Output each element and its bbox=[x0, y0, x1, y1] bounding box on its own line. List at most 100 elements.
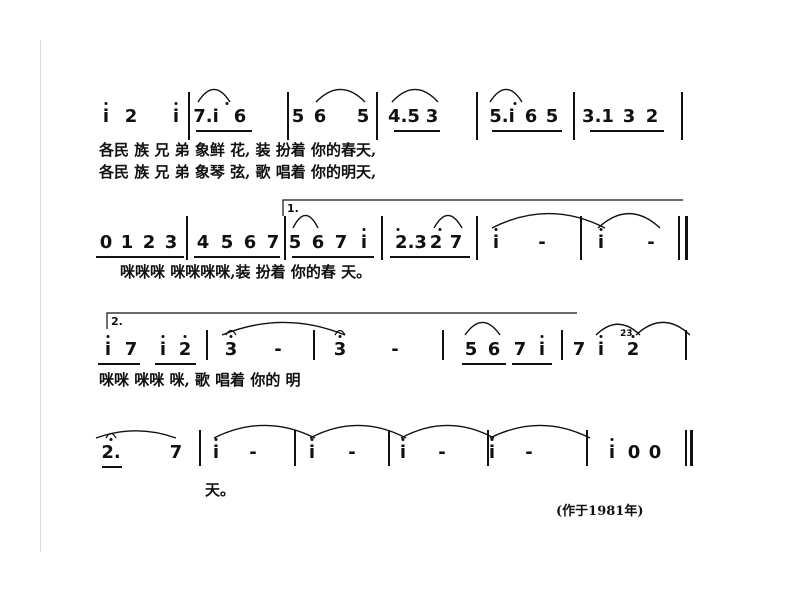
note: i bbox=[488, 442, 496, 463]
beam-line bbox=[390, 256, 470, 258]
note: 2.3 bbox=[395, 232, 427, 253]
note: i bbox=[308, 442, 316, 463]
note: 2 bbox=[124, 106, 138, 127]
note: i bbox=[172, 106, 180, 127]
note: 2 bbox=[645, 106, 659, 127]
note: 0 bbox=[627, 442, 641, 463]
note: 7 bbox=[449, 232, 463, 253]
bar-line bbox=[573, 92, 575, 140]
volta-bracket bbox=[282, 199, 683, 216]
slur bbox=[95, 430, 177, 439]
slur bbox=[197, 88, 231, 103]
beam-line bbox=[590, 130, 664, 132]
page-margin-line bbox=[40, 40, 41, 552]
beam-line bbox=[96, 256, 184, 258]
note: 4.5 bbox=[388, 106, 420, 127]
beam-line bbox=[394, 130, 440, 132]
beam-line bbox=[102, 466, 122, 468]
volta-number: 2. bbox=[111, 315, 123, 328]
octave-dot bbox=[109, 438, 113, 441]
note: 7 bbox=[572, 339, 586, 360]
beam-line bbox=[194, 256, 280, 258]
note: 3 bbox=[333, 339, 347, 360]
slur bbox=[292, 214, 319, 229]
fermata bbox=[334, 329, 346, 336]
octave-dot bbox=[494, 228, 498, 231]
note: 5 bbox=[291, 106, 305, 127]
bar-line bbox=[586, 430, 588, 466]
note: 2 bbox=[429, 232, 443, 253]
octave-dot bbox=[631, 335, 635, 338]
note: 2̇3̇ bbox=[620, 329, 633, 339]
note: 7 bbox=[334, 232, 348, 253]
note: 2 bbox=[178, 339, 192, 360]
slur bbox=[597, 213, 661, 229]
octave-dot bbox=[338, 335, 342, 338]
slur bbox=[433, 214, 463, 229]
final-bar-line bbox=[690, 430, 693, 466]
fermata bbox=[105, 432, 117, 439]
slur bbox=[595, 323, 641, 336]
note: i bbox=[212, 442, 220, 463]
lyric-line: 咪咪咪 咪咪咪咪,装 扮着 你的春 天。 bbox=[120, 263, 372, 281]
bar-line bbox=[186, 216, 188, 260]
note: 6 bbox=[311, 232, 325, 253]
note: 5.i bbox=[489, 106, 515, 127]
bar-line bbox=[476, 216, 478, 260]
octave-dot bbox=[513, 102, 517, 105]
octave-dot bbox=[183, 335, 187, 338]
bar-line bbox=[678, 216, 680, 260]
lyric-line: 天。 bbox=[205, 481, 236, 499]
bar-line bbox=[580, 216, 582, 260]
octave-dot bbox=[362, 228, 366, 231]
volta-bracket bbox=[106, 312, 577, 329]
bar-line bbox=[294, 430, 296, 466]
slur bbox=[221, 321, 346, 336]
slur bbox=[400, 424, 495, 439]
note: - bbox=[391, 339, 399, 360]
note: 5 bbox=[464, 339, 478, 360]
octave-dot bbox=[104, 102, 108, 105]
note: 1 bbox=[120, 232, 134, 253]
slur bbox=[391, 88, 439, 103]
note: - bbox=[525, 442, 533, 463]
bar-line bbox=[206, 330, 208, 360]
note: 6 bbox=[233, 106, 247, 127]
note: 7 bbox=[266, 232, 280, 253]
note: - bbox=[274, 339, 282, 360]
fermata bbox=[225, 329, 237, 336]
note: 2 bbox=[626, 339, 640, 360]
note: 6 bbox=[524, 106, 538, 127]
bar-line bbox=[681, 92, 683, 140]
note: 2. bbox=[101, 442, 121, 463]
octave-dot bbox=[401, 438, 405, 441]
note: i bbox=[360, 232, 368, 253]
beam-line bbox=[98, 363, 140, 365]
note: 3.1 bbox=[582, 106, 614, 127]
note: - bbox=[348, 442, 356, 463]
octave-dot bbox=[490, 438, 494, 441]
note: 5 bbox=[545, 106, 559, 127]
slur bbox=[489, 424, 591, 439]
beam-line bbox=[462, 363, 506, 365]
bar-line bbox=[487, 430, 489, 466]
note: i bbox=[492, 232, 500, 253]
note: i bbox=[608, 442, 616, 463]
octave-dot bbox=[310, 438, 314, 441]
note: 6 bbox=[243, 232, 257, 253]
bar-line bbox=[561, 330, 563, 360]
note: 6 bbox=[313, 106, 327, 127]
note: 7 bbox=[124, 339, 138, 360]
bar-line bbox=[442, 330, 444, 360]
note: i bbox=[104, 339, 112, 360]
octave-dot bbox=[438, 228, 442, 231]
bar-line bbox=[685, 330, 687, 360]
octave-dot bbox=[540, 335, 544, 338]
slur bbox=[635, 321, 691, 336]
slur bbox=[315, 88, 366, 103]
note: 6 bbox=[487, 339, 501, 360]
note: 3 bbox=[164, 232, 178, 253]
